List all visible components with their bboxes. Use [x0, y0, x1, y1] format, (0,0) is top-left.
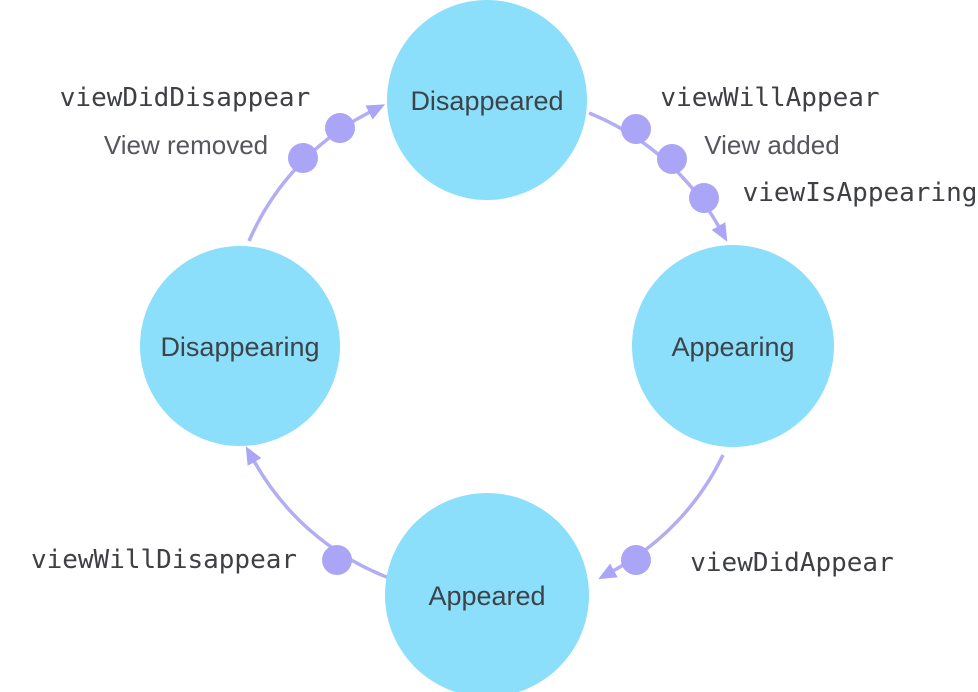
- dot-view-removed: [288, 143, 318, 173]
- event-label-view-removed: View removed: [104, 130, 268, 160]
- dot-viewWillDisappear: [322, 545, 352, 575]
- event-label-viewDidAppear: viewDidAppear: [690, 548, 894, 578]
- dot-viewDidAppear: [621, 545, 651, 575]
- event-label-viewDidDisappear: viewDidDisappear: [60, 83, 310, 113]
- dot-viewWillAppear: [621, 114, 651, 144]
- state-node-appearing: [632, 245, 834, 447]
- event-label-viewWillDisappear: viewWillDisappear: [31, 545, 297, 575]
- arc-appeared-to-disappearing: [245, 446, 390, 580]
- state-node-disappearing: [140, 246, 340, 446]
- state-label-disappeared: Disappeared: [410, 86, 563, 116]
- state-node-disappeared: [387, 0, 587, 200]
- dot-view-added: [657, 144, 687, 174]
- dot-viewIsAppearing: [689, 183, 719, 213]
- state-label-appearing: Appearing: [671, 332, 794, 362]
- event-label-view-added: View added: [704, 130, 839, 160]
- state-label-disappearing: Disappearing: [160, 332, 319, 362]
- event-label-viewWillAppear: viewWillAppear: [660, 83, 879, 113]
- event-label-viewIsAppearing: viewIsAppearing: [743, 178, 978, 208]
- state-node-appeared: [385, 493, 589, 692]
- dot-viewDidDisappear: [325, 113, 355, 143]
- state-label-appeared: Appeared: [428, 581, 545, 611]
